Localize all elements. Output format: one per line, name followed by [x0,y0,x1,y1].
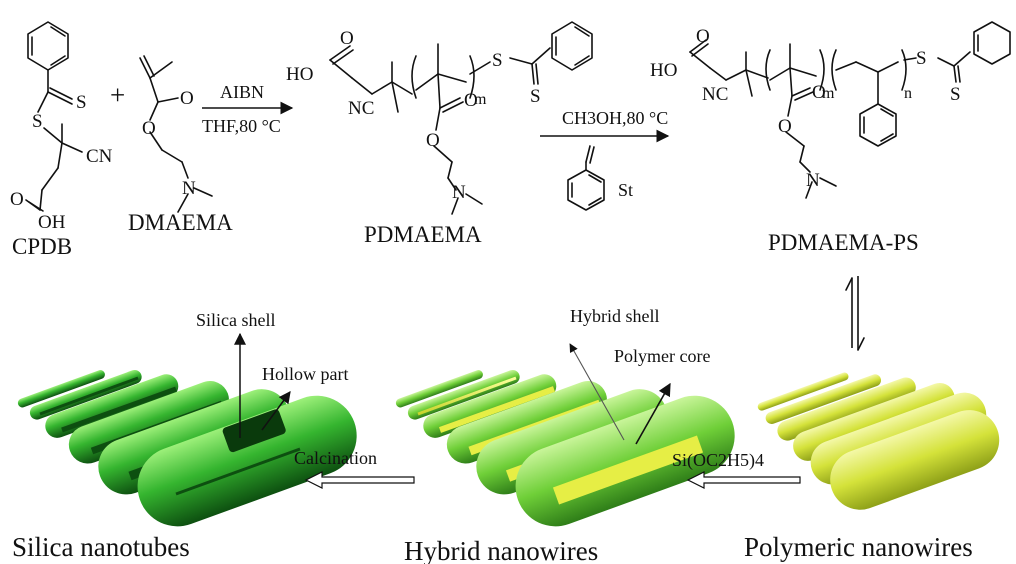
atom-o: O [696,26,710,47]
repeat-m: m [822,85,835,102]
styrene-label: St [618,180,633,200]
atom-n: N [182,178,196,199]
cpdb-label: CPDB [12,234,72,259]
hollow-part-pointer [261,391,291,431]
atom-ho: HO [650,60,677,81]
atom-oh: OH [38,212,66,233]
atom-n: N [806,170,820,191]
atom-nc: NC [348,98,374,119]
teos-arrow [686,471,801,489]
silica-nanotubes-label: Silica nanotubes [12,532,190,562]
atom-s: S [32,111,43,132]
atom-o: O [464,90,478,111]
calcination-label: Calcination [294,448,377,468]
hybrid-shell-pointer [569,343,625,441]
assembly-arrow [845,276,865,351]
polymeric-nanowires [757,372,1000,510]
pdmaema-structure [329,21,593,215]
pdmaema-ps-label: PDMAEMA-PS [768,230,919,255]
pdmaema-label: PDMAEMA [364,222,482,247]
hybrid-shell-label: Hybrid shell [570,306,660,326]
atom-nc: NC [702,84,728,105]
atom-o: O [142,118,156,139]
hollow-part-label: Hollow part [262,364,348,384]
teos-text: Si(OC2H5)4 [672,450,764,471]
dmaema-label: DMAEMA [128,210,233,235]
atom-o: O [10,189,24,210]
styrene-structure [567,145,605,211]
polymeric-nanowires-label: Polymeric nanowires [744,532,973,562]
plus-sign: + [110,80,125,110]
atom-s: S [530,86,541,107]
step1-catalyst: AIBN [220,82,264,102]
silica-shell-label: Silica shell [196,310,276,330]
atom-n: N [452,182,466,203]
atom-s: S [916,48,927,69]
atom-cn: CN [86,146,113,167]
polymer-core-label: Polymer core [614,346,710,366]
atom-s: S [950,84,961,105]
dmaema-structure [139,55,213,213]
repeat-n: n [904,85,912,102]
hybrid-nanowires-label: Hybrid nanowires [404,536,598,564]
hybrid-nanowires [395,369,735,527]
atom-o: O [426,130,440,151]
atom-o: O [180,88,194,109]
atom-s: S [76,92,87,113]
calcination-arrow [304,471,415,489]
polymer-core-pointer [635,382,671,445]
step1-conditions: THF,80 °C [202,116,281,136]
atom-o: O [778,116,792,137]
repeat-m: m [474,91,487,108]
step2-conditions: CH3OH,80 °C [562,108,668,128]
atom-o: O [812,82,826,103]
teos-label: Si(OC2H5)4 [672,450,764,471]
atom-o: O [340,28,354,49]
atom-s: S [492,50,503,71]
pdmaema-ps-structure [689,21,1011,199]
atom-ho: HO [286,64,313,85]
cpdb-structure [25,21,83,212]
silica-nanotubes [17,369,357,527]
